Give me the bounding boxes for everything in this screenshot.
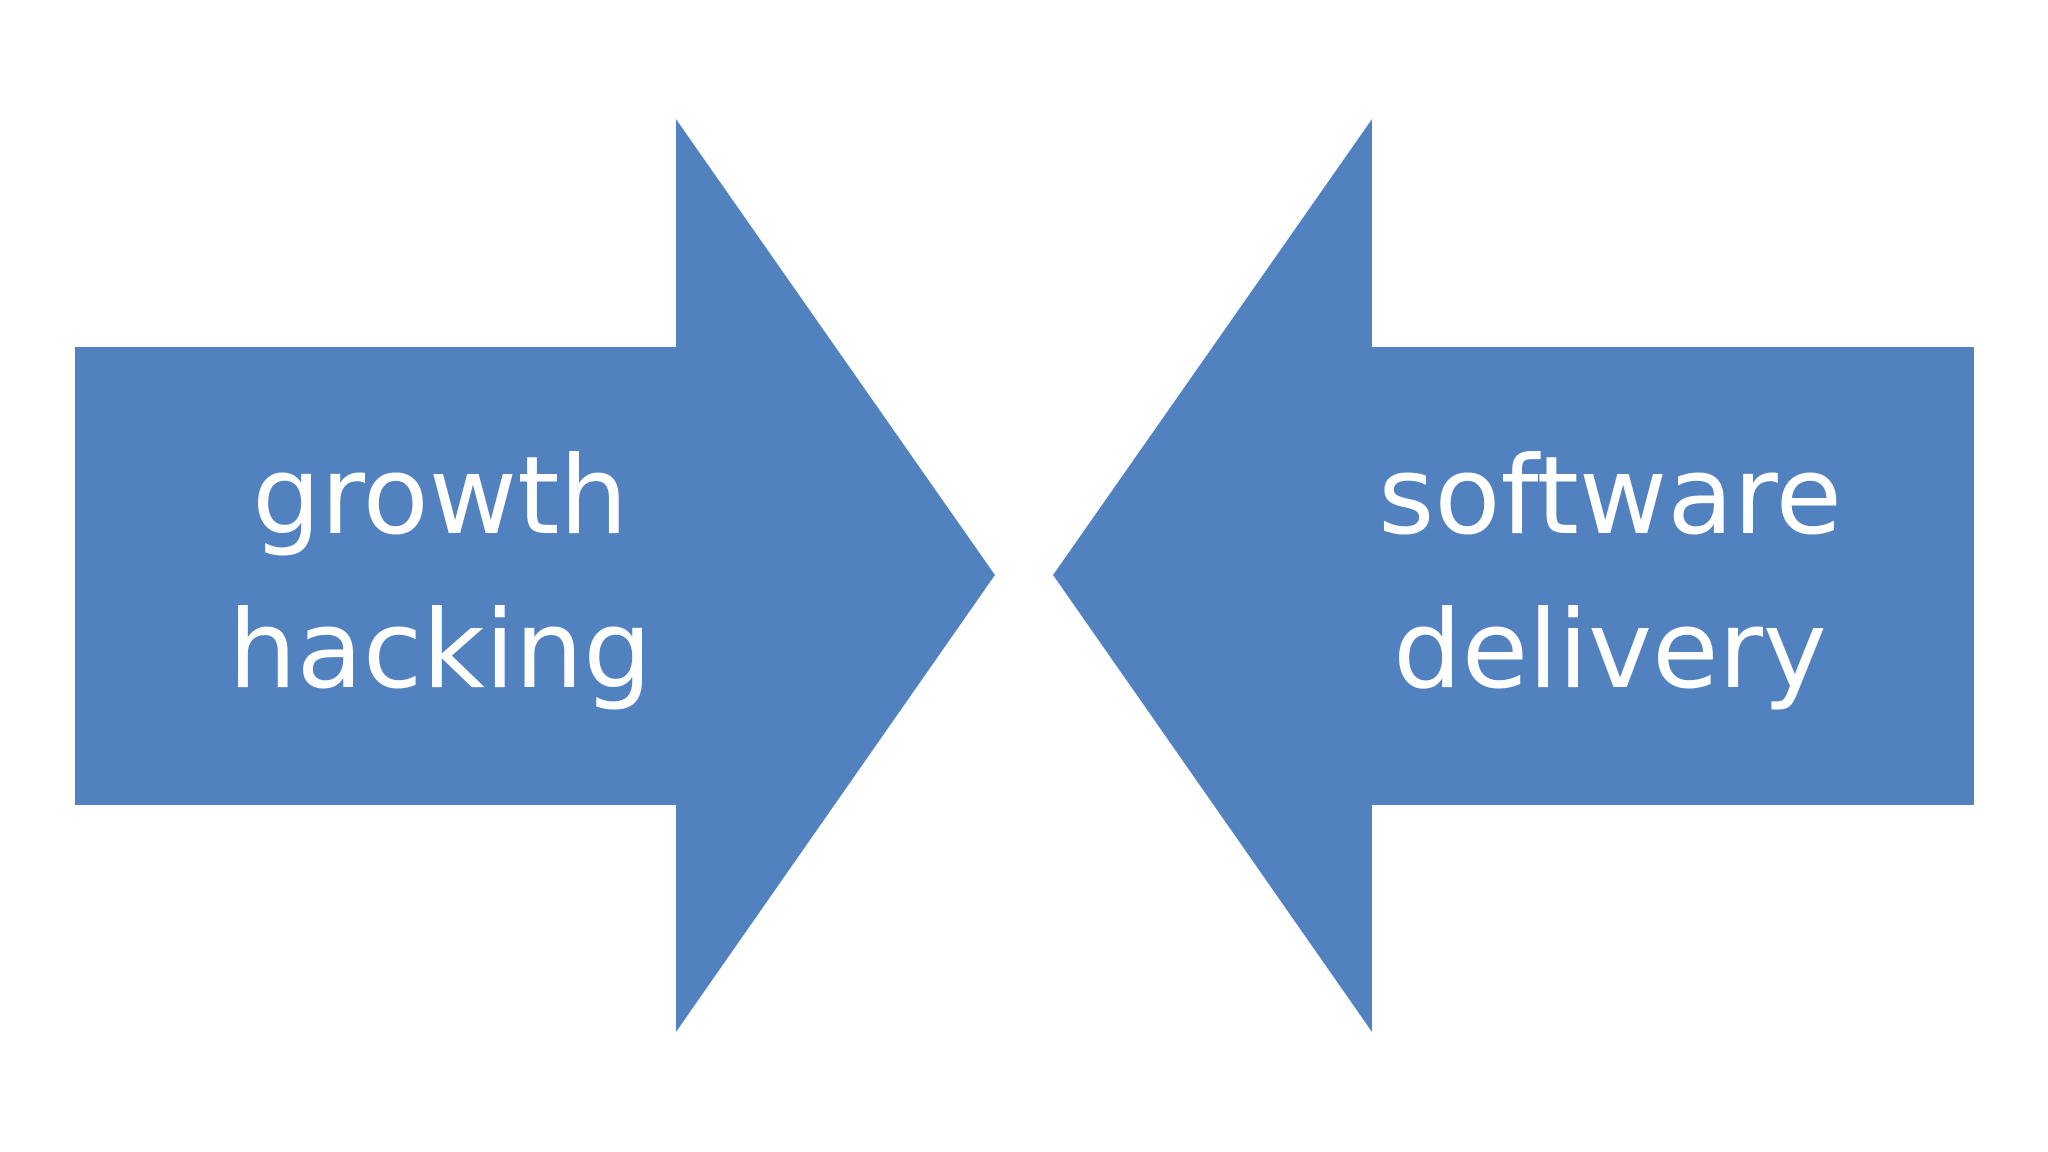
left-arrow-label-line2: hacking xyxy=(228,588,652,713)
right-pointing-arrow xyxy=(75,119,995,1032)
left-arrow-label-line1: growth xyxy=(252,434,628,559)
left-arrow-label: growth hacking xyxy=(160,420,720,728)
right-arrow-label: software delivery xyxy=(1330,420,1890,728)
right-arrow-label-line1: software xyxy=(1378,434,1842,559)
right-arrow-label-line2: delivery xyxy=(1393,588,1827,713)
left-pointing-arrow xyxy=(1053,119,1974,1032)
